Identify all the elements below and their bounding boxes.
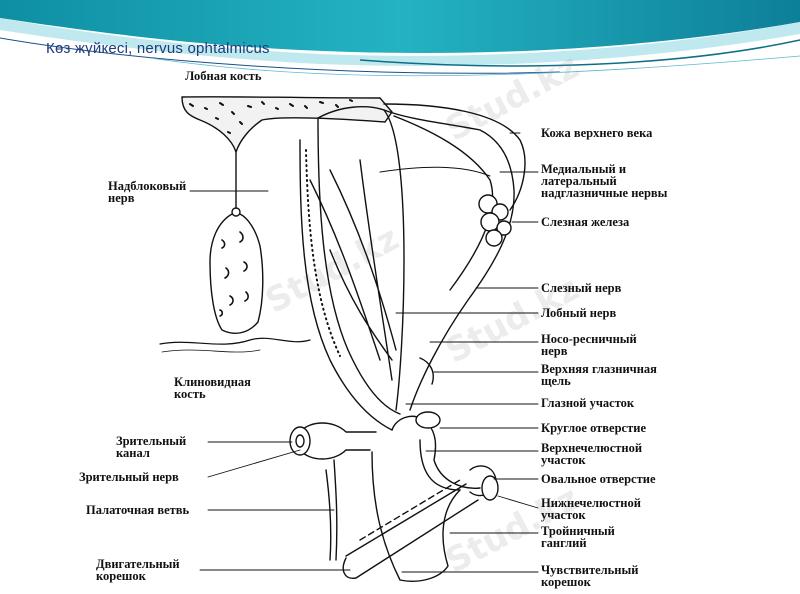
label-superior-orbital-fissure: Верхняя глазничная щель — [541, 362, 657, 388]
ethmoid-cells-shape — [209, 151, 264, 334]
label-mandibular-division: Нижнечелюстной участок — [541, 496, 641, 522]
trigeminal-ganglion-shape — [342, 411, 499, 582]
label-supraorbital-nerves: Медиальный и латеральный надглазничные н… — [541, 162, 668, 200]
lacrimal-gland-shape — [478, 194, 512, 247]
label-trigeminal-ganglion: Тройничный ганглий — [541, 524, 615, 550]
label-palatine-branch: Палаточная ветвь — [86, 503, 190, 517]
label-maxillary-division: Верхнечелюстной участок — [541, 441, 643, 467]
header-band — [0, 0, 800, 77]
label-frontal-bone: Лобная кость — [185, 69, 262, 83]
label-nasociliary-nerve: Носо-ресничный нерв — [541, 332, 637, 358]
label-foramen-rotundum: Круглое отверстие — [541, 421, 646, 435]
sphenoid-bone-shape — [159, 337, 311, 345]
label-frontal-nerve: Лобный нерв — [541, 306, 617, 320]
optic-canal-shape — [289, 422, 377, 460]
eyelid-shape — [383, 103, 526, 211]
leader-lines — [189, 132, 539, 573]
label-upper-eyelid-skin: Кожа верхнего века — [541, 126, 653, 140]
label-optic-nerve: Зрительный нерв — [79, 470, 179, 484]
slide-title: Көз жүйкесі, nervus ophtalmicus — [46, 40, 270, 57]
label-ophthalmic-division: Глазной участок — [541, 396, 635, 410]
ophthalmic-nerve-shape — [299, 106, 515, 431]
optic-nerve-shape — [333, 459, 338, 561]
label-lacrimal-nerve: Слезный нерв — [541, 281, 622, 295]
label-motor-root: Двигательный корешок — [96, 557, 180, 583]
orbital-fissure-shape — [419, 357, 434, 385]
label-lacrimal-gland: Слезная железа — [541, 215, 630, 229]
label-sensory-root: Чувствительный корешок — [541, 563, 639, 589]
label-foramen-ovale: Овальное отверстие — [541, 472, 656, 486]
label-supratrochlear-nerve: Надблоковый нерв — [108, 179, 187, 205]
label-optic-canal: Зрительный канал — [116, 434, 187, 460]
label-sphenoid-bone: Клиновидная кость — [174, 375, 251, 401]
frontal-bone-shape — [181, 96, 393, 153]
